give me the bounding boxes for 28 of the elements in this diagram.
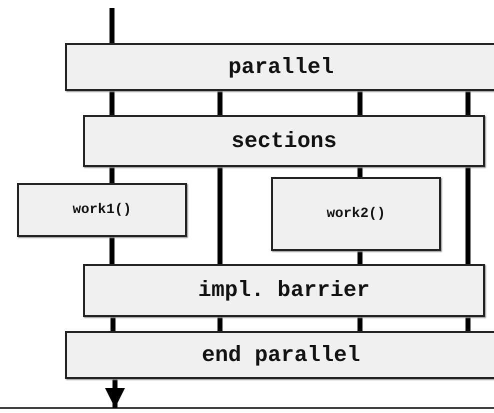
process-box xyxy=(17,183,187,237)
connector-line xyxy=(466,317,470,331)
process-box xyxy=(271,177,441,251)
connector-line xyxy=(110,91,114,115)
connector-line xyxy=(218,167,222,264)
connector-line xyxy=(358,317,362,331)
process-box xyxy=(65,43,494,91)
connector-line xyxy=(110,317,116,331)
box-label: work2() xyxy=(326,206,386,222)
connector-line xyxy=(466,167,470,264)
arrow xyxy=(105,379,125,408)
connector-line xyxy=(466,91,470,115)
box-label: sections xyxy=(231,128,337,154)
connector-line xyxy=(218,91,222,115)
connector-line xyxy=(110,237,114,264)
connector-line xyxy=(218,317,222,331)
process-box xyxy=(83,115,485,167)
connector-line xyxy=(358,167,362,177)
process-box xyxy=(65,331,494,379)
connector-line xyxy=(358,251,362,264)
box-label: parallel xyxy=(228,54,334,80)
connector-line xyxy=(358,91,362,115)
connector-line xyxy=(110,8,114,43)
process-box xyxy=(83,264,485,317)
connector-line xyxy=(110,167,114,183)
box-label: impl. barrier xyxy=(198,278,370,303)
box-label: work1() xyxy=(72,202,132,218)
box-label: end parallel xyxy=(202,342,360,368)
